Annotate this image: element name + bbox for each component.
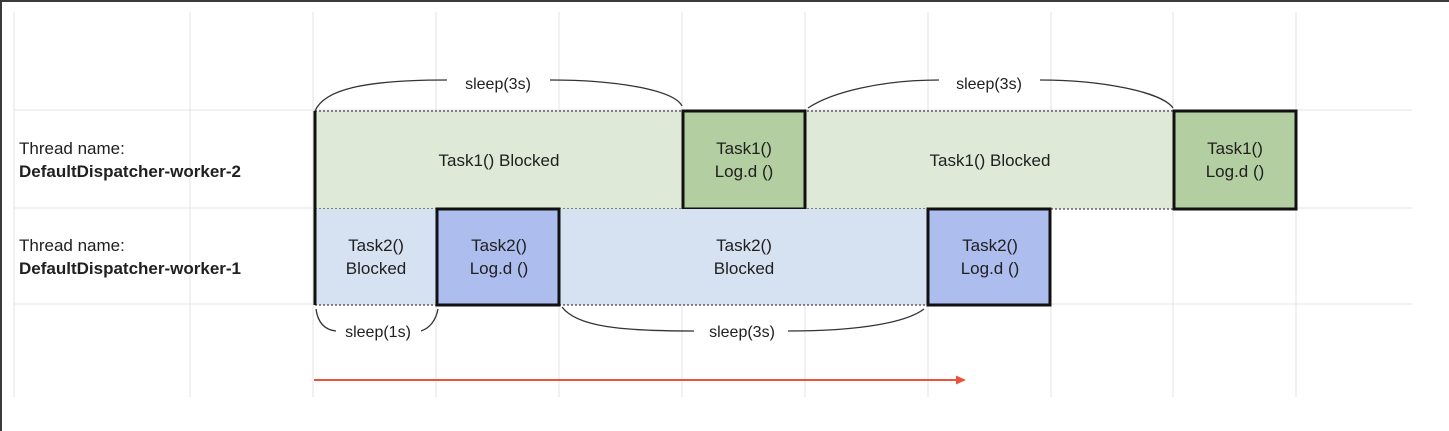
thread-label-worker-1: Thread name: xyxy=(19,236,125,255)
thread-name-worker-2: DefaultDispatcher-worker-2 xyxy=(19,162,241,181)
worker2-blocked-segment-2 xyxy=(805,111,1173,209)
worker2-active-label-1b: Log.d () xyxy=(715,162,774,181)
worker2-active-label-2b: Log.d () xyxy=(1206,162,1265,181)
worker2-blocked-label-1: Task1() Blocked xyxy=(439,151,560,170)
worker1-blocked-segment-1 xyxy=(315,209,437,305)
worker1-blocked-label-2a: Task2() xyxy=(716,236,772,255)
thread-name-worker-1: DefaultDispatcher-worker-1 xyxy=(19,259,241,278)
worker1-active-label-2a: Task2() xyxy=(962,236,1018,255)
sleep-label-bottom-2: sleep(3s) xyxy=(709,324,775,341)
sleep-brace-bottom-1 xyxy=(315,308,439,332)
worker1-blocked-segment-2 xyxy=(559,209,928,305)
sleep-brace-top-2 xyxy=(807,79,1174,109)
sleep-label-top-1: sleep(3s) xyxy=(465,76,531,93)
sleep-label-top-2: sleep(3s) xyxy=(956,76,1022,93)
worker1-active-label-1a: Task2() xyxy=(471,236,527,255)
worker1-active-label-1b: Log.d () xyxy=(470,259,529,278)
worker1-active-label-2b: Log.d () xyxy=(961,259,1020,278)
sleep-brace-bottom-2 xyxy=(561,306,925,332)
worker2-active-label-1a: Task1() xyxy=(716,139,772,158)
worker1-blocked-label-1a: Task2() xyxy=(348,236,404,255)
worker1-active-segment-1 xyxy=(435,207,561,307)
worker1-active-segment-2 xyxy=(926,207,1052,307)
sleep-label-bottom-1: sleep(1s) xyxy=(345,324,411,341)
worker1-blocked-label-1b: Blocked xyxy=(346,259,406,278)
worker2-blocked-label-2: Task1() Blocked xyxy=(930,151,1051,170)
row-worker-1: Task2() Blocked Task2() Log.d () Task2()… xyxy=(315,207,1052,307)
thread-labels: Thread name: DefaultDispatcher-worker-2 … xyxy=(19,139,241,278)
worker2-blocked-segment-1 xyxy=(315,111,682,209)
worker2-active-segment-1 xyxy=(681,109,807,211)
worker2-active-segment-2 xyxy=(1172,109,1298,211)
row-worker-2: Task1() Blocked Task1() Log.d () Task1()… xyxy=(315,109,1298,211)
worker1-blocked-label-2b: Blocked xyxy=(714,259,774,278)
thread-label-worker-2: Thread name: xyxy=(19,139,125,158)
sleep-brace-top-1 xyxy=(314,79,683,112)
time-arrow xyxy=(314,375,966,385)
worker2-active-label-2a: Task1() xyxy=(1207,139,1263,158)
